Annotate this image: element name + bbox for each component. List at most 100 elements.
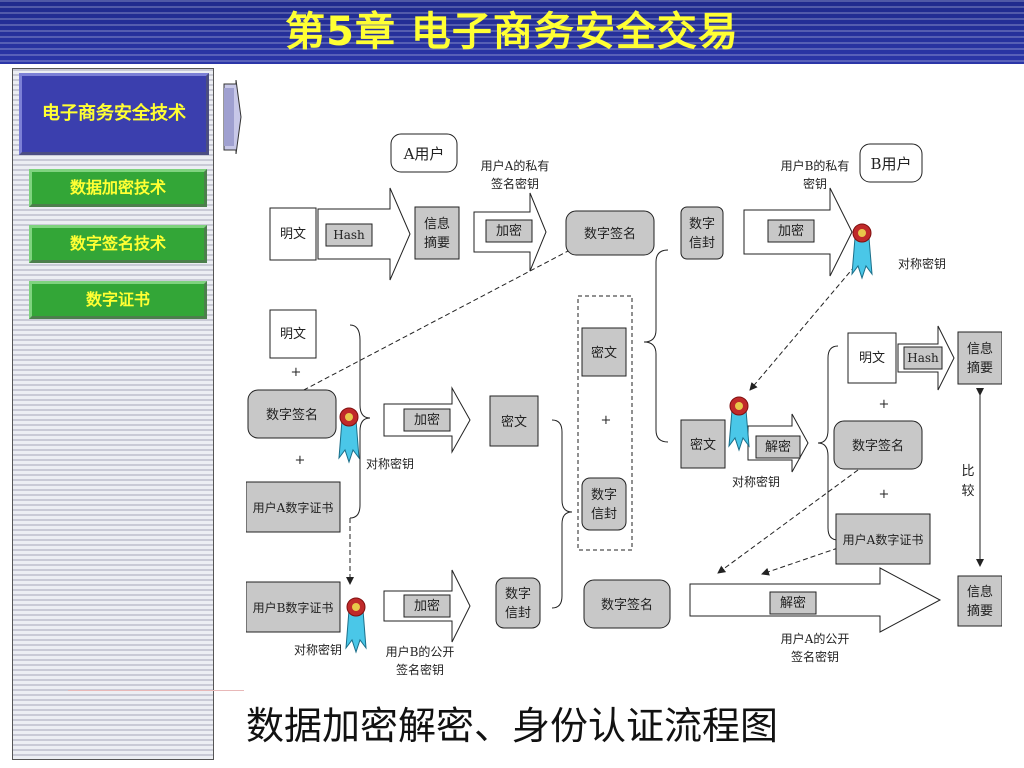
ciphertext-box-2 xyxy=(489,395,539,447)
pointer-arrow-icon xyxy=(223,80,242,154)
signature-box-4 xyxy=(583,579,671,629)
diagram-caption: 数据加密解密、身份认证流程图 xyxy=(246,704,779,748)
signature-box-3 xyxy=(833,420,923,470)
digest-text-1b: 摘要 xyxy=(424,235,450,251)
digest-text-3a: 信息 xyxy=(967,584,993,600)
brace-far-right xyxy=(817,345,839,541)
encrypt-label-1 xyxy=(485,219,533,243)
symmetric-key-label-4: 对称密钥 xyxy=(294,642,342,657)
b-cert-text: 用户B数字证书 xyxy=(253,600,334,615)
b-public-key-label-1: 用户B的公开 xyxy=(386,644,455,659)
plus-5: + xyxy=(879,487,890,502)
key-icon-2 xyxy=(338,407,360,464)
envelope-text-1a: 数字 xyxy=(689,217,715,232)
slide-title: 第5章 电子商务安全交易 xyxy=(285,9,739,55)
plus-3: + xyxy=(601,413,612,428)
dashed-link-signature xyxy=(299,249,571,393)
hash-label-2 xyxy=(903,346,943,370)
plaintext-label-2: 明文 xyxy=(280,327,306,342)
sidebar-item-digital-signature[interactable]: 数字签名技术 xyxy=(29,225,207,263)
decrypt-label-1 xyxy=(755,435,801,459)
signature-box-2 xyxy=(247,389,337,439)
digest-text-1a: 信息 xyxy=(424,216,450,232)
decrypt-text-1: 解密 xyxy=(765,439,791,455)
envelope-box-3 xyxy=(495,577,541,629)
compare-label-2: 较 xyxy=(961,484,974,499)
diagram-svg: A用户 B用户 用户A的私有 签名密钥 用户B的私有 密钥 明文 明文 明文 H… xyxy=(245,133,1003,677)
sidebar: 电子商务安全技术 数据加密技术 数字签名技术 数字证书 xyxy=(12,68,214,760)
encryption-flow-diagram: A用户 B用户 用户A的私有 签名密钥 用户B的私有 密钥 明文 明文 明文 H… xyxy=(245,126,1003,690)
encrypt-label-2 xyxy=(767,219,815,243)
envelope-box-2 xyxy=(581,477,627,531)
dashed-link-verify-1 xyxy=(717,469,859,574)
dashed-link-verify-2 xyxy=(761,547,839,576)
a-cert-text-1: 用户A数字证书 xyxy=(253,500,334,515)
digest-text-2a: 信息 xyxy=(967,341,993,357)
ciphertext-box-1 xyxy=(581,327,627,377)
a-public-key-label-1: 用户A的公开 xyxy=(781,631,850,646)
symmetric-key-label-1: 对称密钥 xyxy=(898,256,946,271)
envelope-text-3b: 信封 xyxy=(505,606,531,621)
plus-2: + xyxy=(295,453,306,468)
a-private-key-label-2: 签名密钥 xyxy=(491,176,539,191)
user-b-label: B用户 xyxy=(870,155,911,173)
encrypt-label-3 xyxy=(403,408,451,432)
symmetric-key-label-2: 对称密钥 xyxy=(366,456,414,471)
signature-box-1 xyxy=(565,210,655,256)
b-cert-box xyxy=(245,581,341,633)
key-icon-3 xyxy=(728,396,750,452)
sidebar-item-certificate[interactable]: 数字证书 xyxy=(29,281,207,319)
envelope-text-2b: 信封 xyxy=(591,507,617,522)
brace-left xyxy=(349,324,371,519)
plus-1: + xyxy=(291,365,302,380)
encrypt-text-2: 加密 xyxy=(778,223,804,239)
slide-header: 第5章 电子商务安全交易 xyxy=(0,0,1024,64)
brace-right xyxy=(643,249,669,443)
plaintext-label-1: 明文 xyxy=(280,227,306,242)
hash-text-2: Hash xyxy=(907,351,939,365)
b-public-key-label-2: 签名密钥 xyxy=(396,662,444,677)
symmetric-key-label-3: 对称密钥 xyxy=(732,474,780,489)
encrypt-text-1: 加密 xyxy=(496,223,522,239)
header-stripes xyxy=(0,0,1024,64)
hash-text-1: Hash xyxy=(333,228,365,242)
digest-box-1 xyxy=(414,206,460,260)
encrypt-text-4: 加密 xyxy=(414,598,440,614)
user-b-box xyxy=(859,143,923,183)
sidebar-item-security-tech[interactable]: 电子商务安全技术 xyxy=(19,73,209,155)
a-public-key-label-2: 签名密钥 xyxy=(791,649,839,664)
a-cert-box-2 xyxy=(835,513,931,565)
key-icon-4 xyxy=(345,597,367,654)
sidebar-item-encryption[interactable]: 数据加密技术 xyxy=(29,169,207,207)
plaintext-box-2 xyxy=(269,309,317,359)
signature-text-4: 数字签名 xyxy=(601,597,653,613)
digest-text-3b: 摘要 xyxy=(967,603,993,619)
plaintext-box-3 xyxy=(847,332,897,384)
signature-text-2: 数字签名 xyxy=(266,407,318,423)
a-cert-box-1 xyxy=(245,481,341,533)
plaintext-label-3: 明文 xyxy=(859,351,885,366)
envelope-box-1 xyxy=(680,206,724,260)
ciphertext-box-3 xyxy=(680,419,726,469)
digest-box-2 xyxy=(957,331,1003,385)
digest-box-3 xyxy=(957,575,1003,627)
compare-label-1: 比 xyxy=(961,464,974,479)
hash-label-1 xyxy=(325,223,373,247)
key-icon-1 xyxy=(851,223,873,280)
envelope-text-3a: 数字 xyxy=(505,587,531,602)
user-a-box xyxy=(390,133,458,173)
ciphertext-text-2: 密文 xyxy=(501,414,527,430)
signature-text-1: 数字签名 xyxy=(584,226,636,242)
envelope-text-1b: 信封 xyxy=(689,236,715,251)
a-private-key-label-1: 用户A的私有 xyxy=(481,158,550,173)
encrypt-text-3: 加密 xyxy=(414,412,440,428)
b-private-key-label-2: 密钥 xyxy=(803,176,827,191)
b-private-key-label-1: 用户B的私有 xyxy=(781,158,850,173)
dashed-link-b-key xyxy=(749,259,861,391)
encrypt-label-4 xyxy=(403,594,451,618)
signature-text-3: 数字签名 xyxy=(852,438,904,454)
decrypt-label-2 xyxy=(769,591,817,615)
user-a-label: A用户 xyxy=(403,145,445,163)
ciphertext-text-3: 密文 xyxy=(690,437,716,453)
footer-divider xyxy=(68,690,244,691)
